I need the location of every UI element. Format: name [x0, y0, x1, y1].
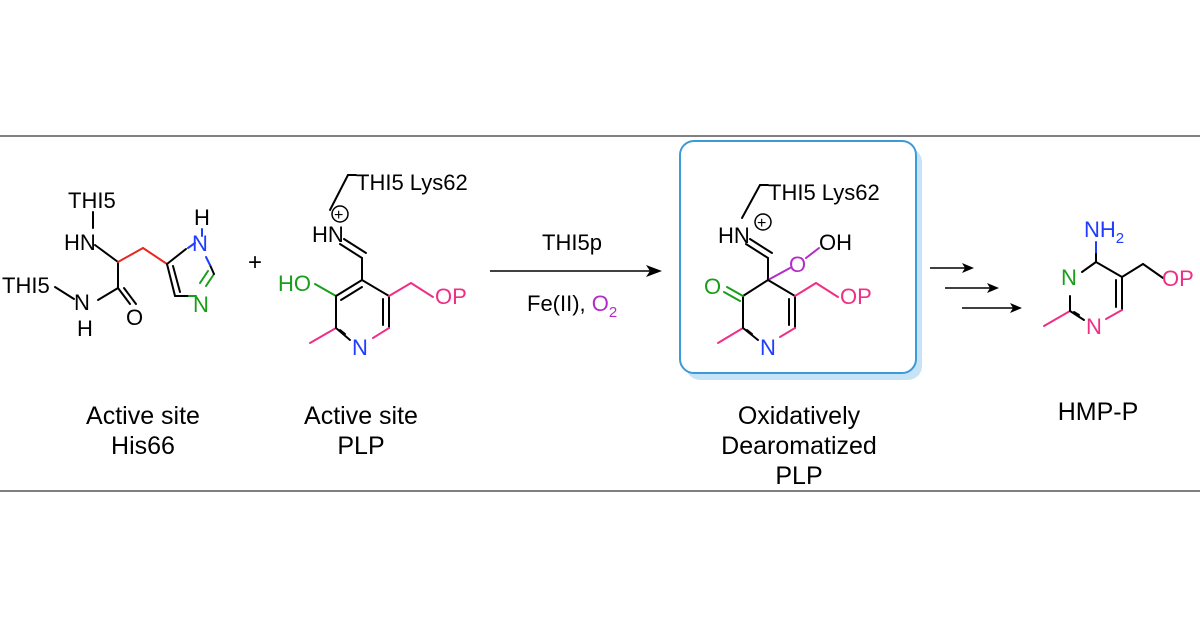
odp-o-peroxo: O	[789, 252, 806, 277]
his-ring-h: H	[194, 205, 210, 230]
his66-caption-line2: His66	[111, 432, 175, 460]
his-hn: HN	[64, 230, 96, 255]
his-o: O	[126, 305, 143, 330]
multistep-arrows	[930, 263, 1022, 313]
odp-caption-line3: PLP	[775, 462, 822, 490]
plp-ring-n: N	[352, 335, 368, 360]
odp-ring-n: N	[760, 335, 776, 360]
hmp-nh2: NH2	[1084, 217, 1124, 247]
arrow-label-enzyme: THI5p	[542, 230, 602, 255]
odp-hn: HN	[718, 223, 750, 248]
plp-hn: HN	[312, 222, 344, 247]
his-thi5-left: THI5	[2, 273, 50, 298]
odp-o-keto: O	[704, 274, 721, 299]
odp-caption-line2: Dearomatized	[721, 432, 877, 460]
hmp-p-structure: NH2 N N OP	[1043, 217, 1194, 339]
plp-structure: THI5 Lys62 + HN N HO OP	[278, 170, 468, 360]
his66-structure: THI5 HN THI5 N H O N H N	[2, 188, 215, 341]
plp-charge-circle	[331, 205, 349, 223]
his-thi5-top: THI5	[68, 188, 116, 213]
odp-charge: +	[757, 215, 766, 232]
highlight-box	[679, 140, 917, 374]
his66-caption-line1: Active site	[86, 402, 200, 430]
odp-structure: THI5 Lys62 + HN O OH N O OP	[704, 180, 880, 360]
plp-caption-line2: PLP	[337, 432, 384, 460]
hmp-op: OP	[1162, 266, 1194, 291]
his-n-amide: N	[74, 290, 90, 315]
hmp-ring-n-top: N	[1061, 265, 1077, 290]
odp-charge-circle	[754, 213, 772, 231]
odp-oh: OH	[819, 230, 852, 255]
his-ring-nh: N	[192, 231, 208, 256]
hmp-caption: HMP-P	[1058, 398, 1139, 426]
plp-op: OP	[435, 284, 467, 309]
hmp-ring-n-bottom: N	[1086, 314, 1102, 339]
plp-charge: +	[334, 207, 343, 224]
plus-sign: +	[248, 249, 262, 276]
plp-lys-label: THI5 Lys62	[356, 170, 468, 195]
plp-caption-line1: Active site	[304, 402, 418, 430]
his-h-amide: H	[77, 316, 93, 341]
his-ring-n: N	[193, 292, 209, 317]
plp-ho: HO	[278, 271, 311, 296]
odp-op: OP	[840, 284, 872, 309]
odp-caption-line1: Oxidatively	[738, 402, 861, 430]
odp-lys-label: THI5 Lys62	[768, 180, 880, 205]
arrow-label-cofactor: Fe(II), O2	[527, 291, 617, 321]
reaction-arrow	[490, 265, 662, 277]
